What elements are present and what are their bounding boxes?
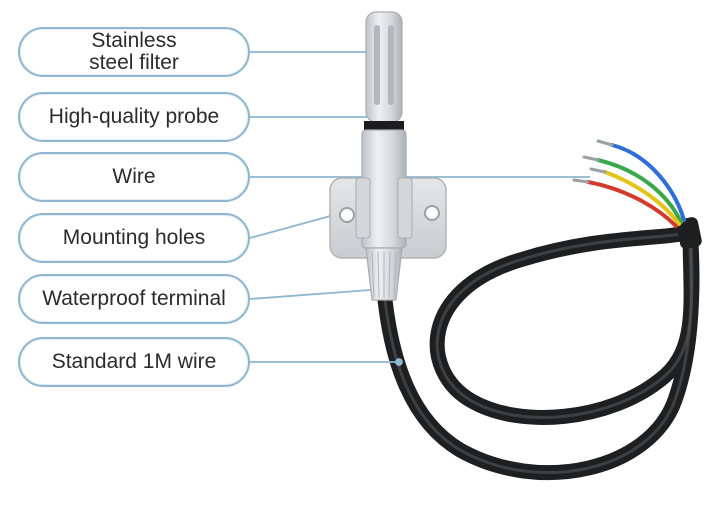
mounting-hole-left xyxy=(339,207,355,223)
label-standard-wire: Standard 1M wire xyxy=(18,337,250,387)
label-stainless-steel-filter: Stainless steel filter xyxy=(18,27,250,77)
probe-black-band xyxy=(364,121,404,130)
wire-tips xyxy=(572,139,614,184)
waterproof-terminal xyxy=(365,247,403,301)
label-waterproof-terminal: Waterproof terminal xyxy=(18,274,250,324)
label-waterproof-text: Waterproof terminal xyxy=(42,287,226,310)
filter-slot-right xyxy=(388,25,394,105)
label-probe-text: High-quality probe xyxy=(48,105,220,128)
label-standard-text: Standard 1M wire xyxy=(51,350,217,373)
black-cable xyxy=(377,222,700,481)
label-high-quality-probe: High-quality probe xyxy=(18,92,250,142)
colored-wires xyxy=(586,143,686,228)
label-wire: Wire xyxy=(18,152,250,202)
label-stainless-line2: steel filter xyxy=(89,51,179,74)
probe xyxy=(355,11,413,249)
cable-end-jacket xyxy=(676,217,702,249)
label-mounting-text: Mounting holes xyxy=(62,226,206,249)
label-mounting-holes: Mounting holes xyxy=(18,213,250,263)
filter-slot-left xyxy=(374,25,380,105)
label-wire-text: Wire xyxy=(112,165,156,188)
label-stainless-line1: Stainless xyxy=(91,29,177,52)
mounting-hole-right xyxy=(424,205,440,221)
